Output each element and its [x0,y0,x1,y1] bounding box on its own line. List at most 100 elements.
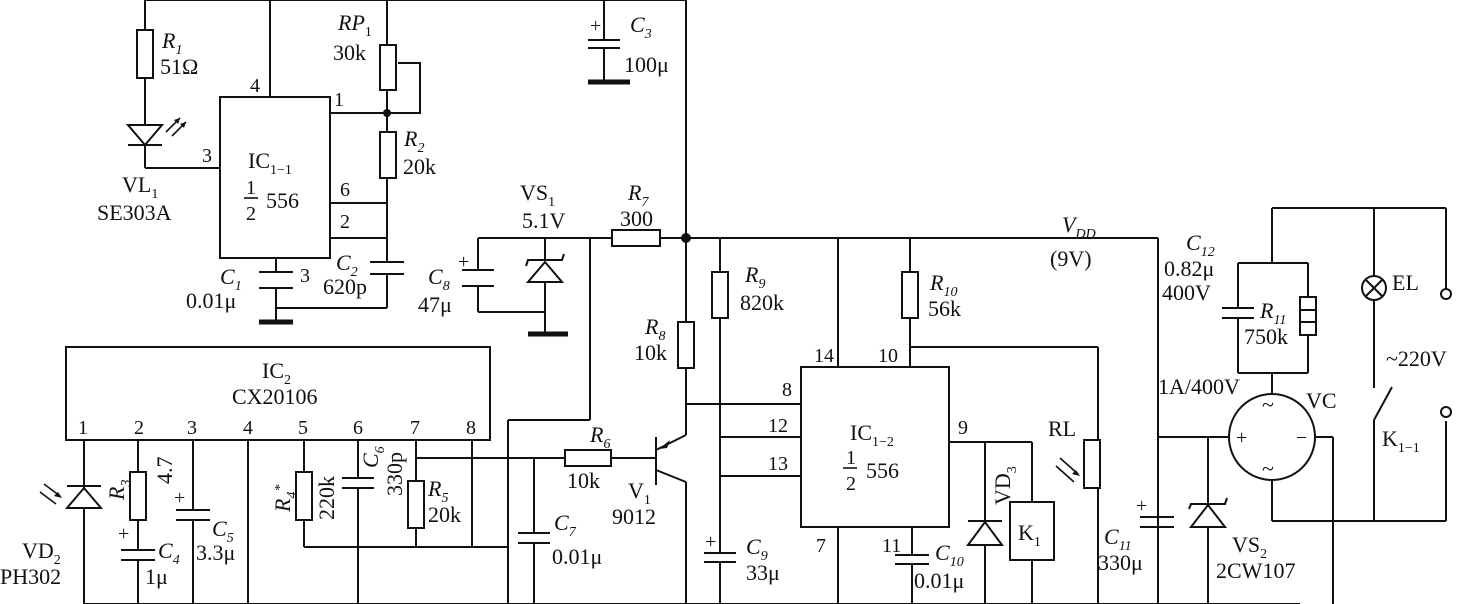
ic1-2-frac-den: 2 [846,473,856,495]
c2-value: 620p [323,274,367,299]
c2-label: C2 [336,250,358,280]
ic1-2-pin13: 13 [768,453,788,475]
c1-label: C1 [220,264,242,294]
capacitor-c11 [1140,516,1174,528]
el-label: EL [1392,270,1419,295]
zener-vs1-icon [525,253,568,337]
ic1-1-pin3: 3 [202,145,212,167]
c11-label: C11 [1104,524,1132,554]
ic2-pin3: 3 [187,417,197,439]
wires-output [949,441,1033,604]
r7-label: R7 [627,180,649,210]
r10-label: R10 [929,270,957,300]
mains-label: ~220V [1386,346,1447,371]
r7-value: 300 [620,206,653,231]
capacitor-c4 [121,549,155,561]
c4-label: C4 [158,538,180,568]
ic2-pin1: 1 [78,417,88,439]
v1-value: 9012 [612,504,656,529]
vdd-value: (9V) [1050,246,1092,271]
vd2-value: PH302 [0,564,61,589]
r6-value: 10k [567,468,600,493]
c12-label: C12 [1186,230,1215,260]
ic1-2-label: IC1−2 [850,420,894,450]
ic1-1-pin2: 2 [340,211,350,233]
ic2-label: IC2 [262,358,291,388]
c4-value: 1μ [145,564,168,589]
resistor-r5 [407,480,425,529]
c10-value: 0.01μ [914,568,964,593]
ic1-1-pin6: 6 [340,179,350,201]
relay-k1-coil [1009,501,1055,561]
zener-vs2-icon [1188,497,1228,528]
vc-rating: 1A/400V [1158,374,1240,399]
r8-value: 10k [634,340,667,365]
ic1-2-pin11: 11 [882,535,901,557]
c5-label: C5 [212,516,234,546]
vl1-label: VL1 [122,172,158,202]
rp1-label: RP1 [337,10,372,40]
r5-label: R5 [427,476,448,506]
r9-value: 820k [740,290,784,315]
vs2-label: VS2 [1232,532,1267,562]
r8-label: R8 [644,314,665,344]
c7-label: C7 [554,510,577,540]
r3-value: 4.7 [152,457,177,485]
c9-plus: + [705,531,716,553]
capacitor-c1 [259,271,293,325]
k1-label: K1 [1018,520,1041,550]
c6-label: C6 [358,446,388,468]
r5-value: 20k [428,502,461,527]
vd2-label: VD2 [22,538,61,568]
lamp-el-icon [1361,275,1387,301]
photoresistor-rl-icon [1055,439,1101,489]
wires-ic2 [83,440,1300,604]
ic1-2-pin7: 7 [816,535,826,557]
capacitor-c2 [370,261,404,275]
capacitor-c8 [462,269,494,287]
ic2-pin5: 5 [298,417,308,439]
resistor-r8 [677,321,695,369]
r9-label: R9 [744,262,765,292]
ic1-1-pin4: 4 [250,75,260,97]
ic1-2-pin10: 10 [878,345,898,367]
c10-label: C10 [935,540,964,570]
ic2-pin8: 8 [466,417,476,439]
capacitor-c12 [1222,307,1254,319]
potentiometer-rp1 [379,44,397,91]
diode-vd3-icon [966,520,1004,546]
r1-label: R1 [161,28,182,58]
c9-value: 33μ [746,560,780,585]
r10-value: 56k [928,296,961,321]
vc-minus: − [1296,427,1307,449]
c11-plus: + [1136,495,1147,517]
capacitor-c9 [704,540,736,563]
wires-mid [477,237,1159,604]
r1-value: 51Ω [160,54,198,79]
v1-label: V1 [628,478,651,508]
ic2-pin6: 6 [353,417,363,439]
ic1-2-pin9: 9 [958,417,968,439]
switch-k1-1-icon [1373,386,1393,421]
capacitor-c7 [518,458,550,604]
c8-value: 47μ [418,292,452,317]
ic1-1-part: 556 [266,188,299,213]
terminal-icon [1440,406,1452,418]
ic1-2-pin8: 8 [782,379,792,401]
r11-value: 750k [1244,324,1288,349]
vl1-value: SE303A [97,200,172,225]
c12-rating: 400V [1162,280,1211,305]
vc-label: VC [1306,388,1337,413]
c8-label: C8 [428,264,450,294]
ic2-pin4: 4 [243,417,253,439]
rp1-value: 30k [333,40,366,65]
ic1-1-frac-num: 1 [246,177,256,199]
ic1-2-pin14: 14 [814,345,834,367]
c4-plus: + [118,523,129,545]
c11-value: 330μ [1098,550,1143,575]
c9-label: C9 [746,534,768,564]
resistor-r3 [129,471,147,521]
resistor-r9 [711,271,729,319]
wires-top [144,0,687,322]
